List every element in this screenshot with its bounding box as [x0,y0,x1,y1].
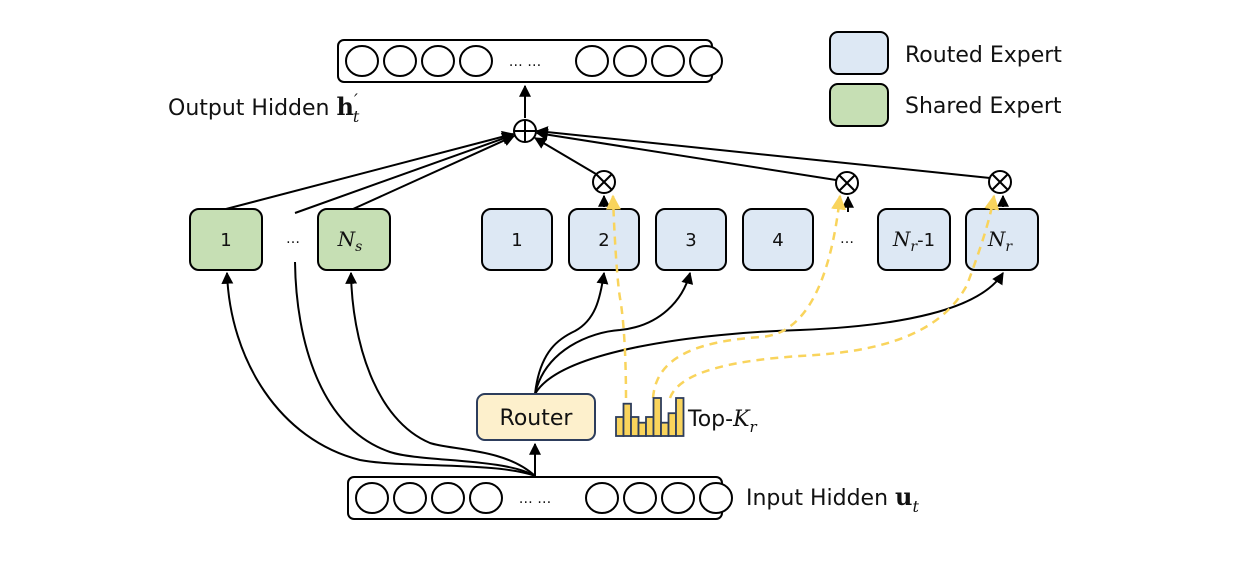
svg-text:Ns: Ns [337,227,363,255]
neuron-circle [355,482,389,514]
neuron-circle [585,482,619,514]
svg-text:Input Hidden ut: Input Hidden ut [746,482,919,516]
neuron-circle [393,482,427,514]
gate-signal-dashes [605,194,1000,399]
input-hidden-label: Input Hidden ut [746,482,919,516]
histogram-bar [660,421,670,437]
gated-to-sum-lines [533,126,991,181]
output-hidden-label: Output Hidden h′t [168,91,360,126]
histogram-bar [667,412,677,437]
histogram-bar [645,416,655,437]
neuron-circle [623,482,657,514]
neuron-circle [613,45,647,77]
router: Router [476,393,596,441]
neuron-circle [459,45,493,77]
multiply-node-expert-k [835,171,859,212]
routed-expert-2: 2 [568,208,640,271]
routed-experts-ellipsis: … [840,231,854,247]
neuron-circle [699,482,733,514]
neuron-circle [661,482,695,514]
svg-text:Nr-1: Nr-1 [892,227,935,255]
routed-expert-nr: Nr [965,208,1039,271]
svg-text:3: 3 [685,230,696,251]
legend-shared-label: Shared Expert [905,94,1062,119]
neuron-circle [651,45,685,77]
neuron-circle [431,482,465,514]
svg-text:2: 2 [598,230,609,251]
histogram-bar [675,397,685,437]
svg-text:1: 1 [511,230,522,251]
neuron-circle [383,45,417,77]
routed-expert-3: 3 [655,208,727,271]
routed-expert-4: 4 [742,208,814,271]
histogram-bar [615,416,625,437]
output-ellipsis: … … [509,54,541,70]
output-hidden-vector: … … [337,39,723,83]
shared-expert-ns: Ns [317,208,391,271]
legend-routed-label: Routed Expert [905,43,1062,68]
legend-shared-swatch [829,83,889,127]
sum-node [513,84,537,143]
input-ellipsis: … … [519,491,551,507]
shared-expert-1: 1 [189,208,263,271]
neuron-circle [421,45,455,77]
neuron-circle [575,45,609,77]
routed-expert-1: 1 [481,208,553,271]
histogram-bar [652,397,662,437]
svg-text:Top-Kr: Top-Kr [687,407,758,436]
shared-experts-ellipsis: … [286,231,300,247]
topk-label: Top-Kr [687,407,758,436]
svg-text:Output Hidden h′t: Output Hidden h′t [168,91,360,126]
neuron-circle [345,45,379,77]
router-to-expert-curves [534,271,1004,395]
neuron-circle [689,45,723,77]
histogram-bar [637,421,647,437]
neuron-circle [469,482,503,514]
svg-text:1: 1 [220,230,231,251]
histogram-bar [622,402,632,437]
routed-expert-nr-minus-1: Nr-1 [877,208,951,271]
input-to-shared-curves [221,261,541,477]
histogram-bar [630,416,640,437]
shared-to-sum-lines [225,130,516,214]
topk-histogram-icon [615,397,685,437]
svg-text:4: 4 [772,230,783,251]
svg-text:Nr: Nr [987,227,1014,255]
legend: Routed Expert Shared Expert [829,31,1062,127]
legend-routed-swatch [829,31,889,75]
multiply-node-expert-2 [592,170,616,207]
svg-text:Router: Router [500,406,574,431]
input-hidden-vector: … … [347,476,733,520]
multiply-node-expert-nr [988,170,1012,207]
